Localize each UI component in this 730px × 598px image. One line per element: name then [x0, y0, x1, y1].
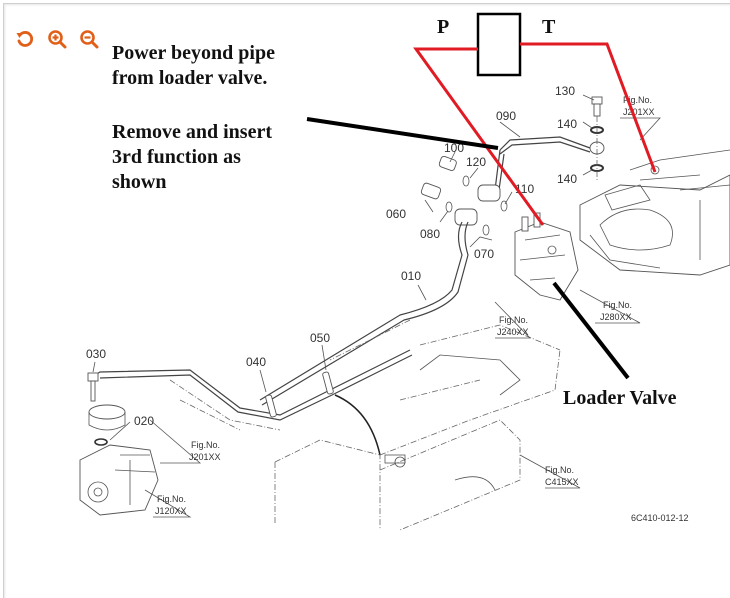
tank-line — [520, 42, 657, 173]
fig-code-j240: J240XX — [497, 327, 529, 337]
pipe-090 — [494, 136, 591, 191]
fig-code-j201: J201XX — [189, 452, 221, 462]
pipe-010 — [259, 221, 469, 406]
part-120: 120 — [466, 155, 486, 169]
zoom-out-button[interactable] — [78, 28, 100, 50]
viewer-toolbar — [14, 28, 100, 50]
part-020: 020 — [134, 414, 154, 428]
note-remove-insert: Remove and insert 3rd function as shown — [112, 121, 272, 193]
part-080: 080 — [420, 227, 440, 241]
fig-code-j201-top: J201XX — [623, 107, 655, 117]
part-100: 100 — [444, 141, 464, 155]
note-power-beyond: Power beyond pipe from loader valve. — [112, 42, 275, 89]
fig-code-j280: J280XX — [600, 312, 632, 322]
fig-label: Fig.No. — [157, 494, 186, 504]
zoom-out-icon — [80, 30, 99, 49]
part-090: 090 — [496, 109, 516, 123]
fig-code-c415: C415XX — [545, 477, 579, 487]
pressure-label: P — [437, 16, 450, 38]
hydraulic-block — [579, 149, 730, 276]
part-010: 010 — [401, 269, 421, 283]
pointer-line-loader-valve — [552, 281, 630, 380]
part-140-upper: 140 — [557, 117, 577, 131]
zoom-in-icon — [48, 30, 67, 49]
part-030: 030 — [86, 347, 106, 361]
rotate-icon — [16, 31, 34, 47]
part-130: 130 — [555, 84, 575, 98]
part-050: 050 — [310, 331, 330, 345]
loader-valve-drawing — [514, 212, 579, 301]
bolt-130 — [589, 96, 605, 180]
fig-code-j120: J120XX — [155, 506, 187, 516]
fittings — [420, 155, 508, 236]
clamp-040 — [265, 394, 277, 418]
part-060: 060 — [386, 207, 406, 221]
fig-label: Fig.No. — [623, 95, 652, 105]
pump-drawing — [79, 372, 159, 516]
tractor-frame — [274, 324, 561, 531]
pressure-line — [413, 47, 545, 226]
drawing-code: 6C410-012-12 — [631, 513, 689, 523]
zoom-in-button[interactable] — [46, 28, 68, 50]
valve-symbol-box — [476, 12, 522, 77]
pointer-line-power-beyond — [306, 117, 499, 150]
tank-label: T — [542, 16, 556, 38]
clamp-050 — [322, 371, 334, 395]
note-loader-valve: Loader Valve — [563, 387, 677, 409]
fig-label: Fig.No. — [545, 465, 574, 475]
part-140-lower: 140 — [557, 172, 577, 186]
part-070: 070 — [474, 247, 494, 261]
fig-label: Fig.No. — [191, 440, 220, 450]
rotate-button[interactable] — [14, 28, 36, 50]
part-040: 040 — [246, 355, 266, 369]
fig-label: Fig.No. — [499, 315, 528, 325]
fig-label: Fig.No. — [603, 300, 632, 310]
